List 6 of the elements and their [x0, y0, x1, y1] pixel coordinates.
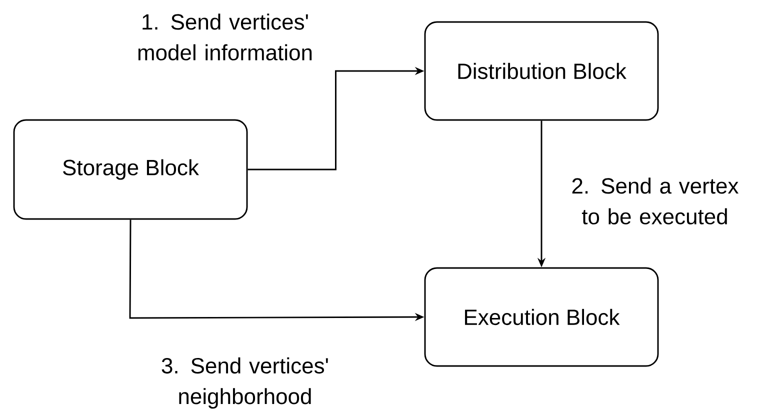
process-box: Storage Block [13, 119, 248, 220]
process-box: Execution Block [424, 267, 659, 367]
edge-label: 1. Send vertices' model information [138, 14, 312, 60]
process-box: Distribution Block [424, 21, 659, 121]
edge-label: 2. Send a vertex to be executed [572, 178, 738, 224]
edge-label: 3. Send vertices' neighborhood [162, 357, 328, 409]
